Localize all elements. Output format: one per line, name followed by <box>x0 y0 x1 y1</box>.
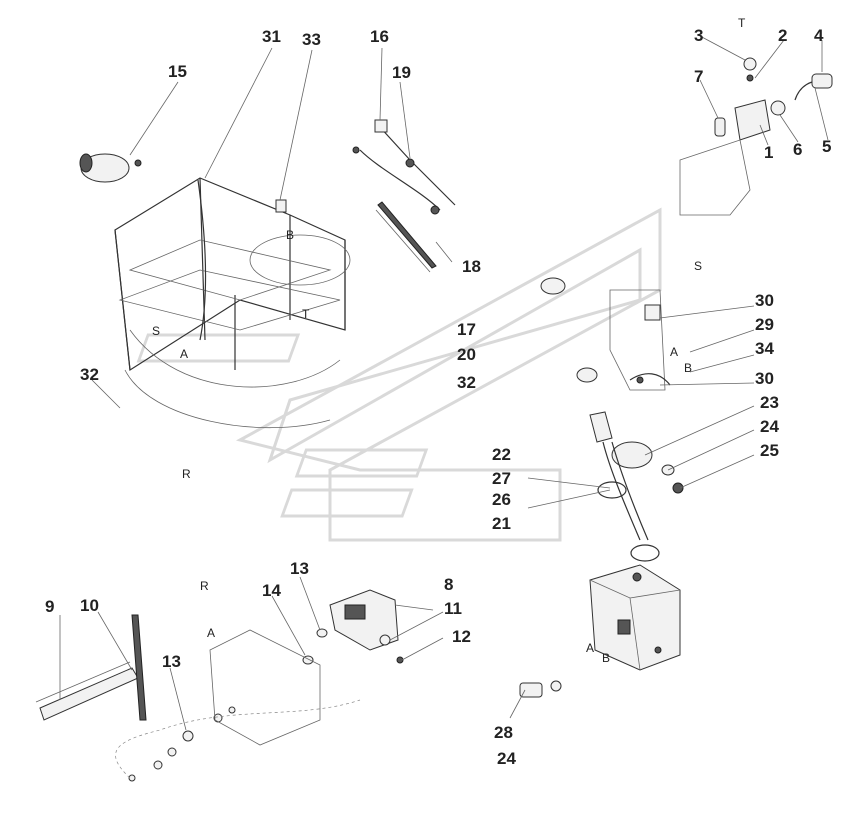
view-letter-a-cab: A <box>180 347 188 361</box>
callout-32-top: 32 <box>457 373 476 392</box>
callout-12: 12 <box>452 627 471 646</box>
view-letter-s-right: S <box>694 259 702 273</box>
view-letter-a-tank: A <box>586 641 594 655</box>
view-letter-t-top: T <box>738 16 746 30</box>
view-letter-r-cab: R <box>182 467 191 481</box>
callout-15: 15 <box>168 62 187 81</box>
watermark-logo <box>136 207 662 542</box>
callout-28: 28 <box>494 723 513 742</box>
callout-32-left: 32 <box>80 365 99 384</box>
callout-21: 21 <box>492 514 511 533</box>
callout-7: 7 <box>694 67 703 86</box>
callout-27: 27 <box>492 469 511 488</box>
callout-25: 25 <box>760 441 779 460</box>
leader-lines <box>59 35 829 731</box>
top-wiper-assembly <box>352 119 456 273</box>
callout-9: 9 <box>45 597 54 616</box>
wiper-motor <box>302 589 404 665</box>
callout-14: 14 <box>262 581 281 600</box>
callout-26: 26 <box>492 490 511 509</box>
cab-frame <box>114 177 351 429</box>
callout-13-upper: 13 <box>290 559 309 578</box>
callout-34: 34 <box>755 339 774 358</box>
callout-18: 18 <box>462 257 481 276</box>
callout-23: 23 <box>760 393 779 412</box>
right-bracket-detail <box>609 289 671 391</box>
view-letter-b-cab: B <box>286 228 294 242</box>
view-letter-t-cab: T <box>302 307 310 321</box>
lower-wiper-assembly <box>35 614 361 782</box>
washer-fill-neck <box>540 277 684 562</box>
callout-numbers: 31 33 16 19 15 18 17 20 32 32 3 2 4 7 1 … <box>45 26 831 768</box>
callout-20: 20 <box>457 345 476 364</box>
view-letters: T T S S A A A A B B B R R <box>152 16 746 665</box>
view-letter-b-tank: B <box>602 651 610 665</box>
callout-1: 1 <box>764 143 773 162</box>
callout-5: 5 <box>822 137 831 156</box>
callout-29: 29 <box>755 315 774 334</box>
callout-13-lower: 13 <box>162 652 181 671</box>
callout-4: 4 <box>814 26 824 45</box>
view-letter-a-right: A <box>670 345 678 359</box>
view-letter-s-cab: S <box>152 324 160 338</box>
callout-16: 16 <box>370 27 389 46</box>
washer-tank <box>519 564 681 698</box>
callout-17: 17 <box>457 320 476 339</box>
callout-6: 6 <box>793 140 802 159</box>
callout-33: 33 <box>302 30 321 49</box>
callout-30-bottom: 30 <box>755 369 774 388</box>
callout-19: 19 <box>392 63 411 82</box>
callout-30-top: 30 <box>755 291 774 310</box>
callout-24-right: 24 <box>760 417 779 436</box>
lamp-part <box>79 153 142 183</box>
top-right-bracket-detail <box>679 57 833 216</box>
view-letter-b-right: B <box>684 361 692 375</box>
callout-24-bottom: 24 <box>497 749 516 768</box>
callout-31: 31 <box>262 27 281 46</box>
callout-10: 10 <box>80 596 99 615</box>
callout-11: 11 <box>444 599 462 618</box>
callout-8: 8 <box>444 575 453 594</box>
callout-22: 22 <box>492 445 511 464</box>
callout-2: 2 <box>778 26 787 45</box>
view-letter-r-motor: R <box>200 579 209 593</box>
view-letter-a-motor: A <box>207 626 215 640</box>
callout-3: 3 <box>694 26 703 45</box>
